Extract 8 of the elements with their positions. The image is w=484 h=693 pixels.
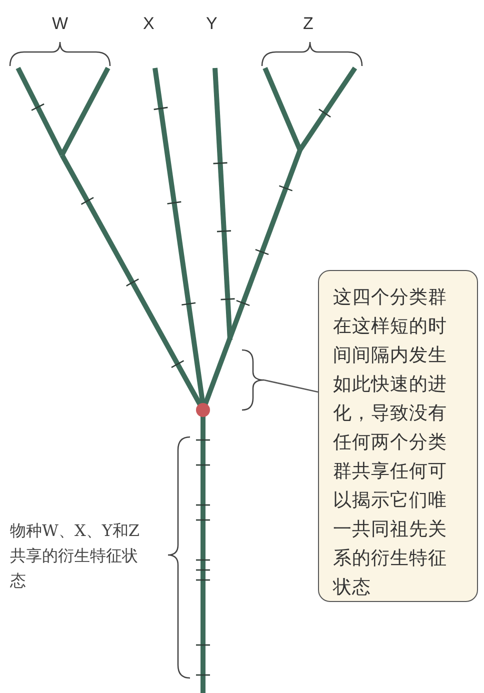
taxon-label: Y [206, 14, 218, 34]
taxon-label: Z [303, 14, 314, 34]
taxon-label: X [143, 14, 154, 34]
bracket [242, 349, 265, 411]
callout-box: 这四个分类群在这样短的时间间隔内发生如此快速的进化，导致没有任何两个分类群共享任何可以揭示它们唯一共同祖先关系的衍生特征状态 [318, 270, 478, 602]
annotation-text: 物种W、X、Y和Z共享的衍生特征状态 [10, 520, 141, 592]
taxon-label: W [52, 14, 68, 34]
leader-line [264, 379, 318, 393]
